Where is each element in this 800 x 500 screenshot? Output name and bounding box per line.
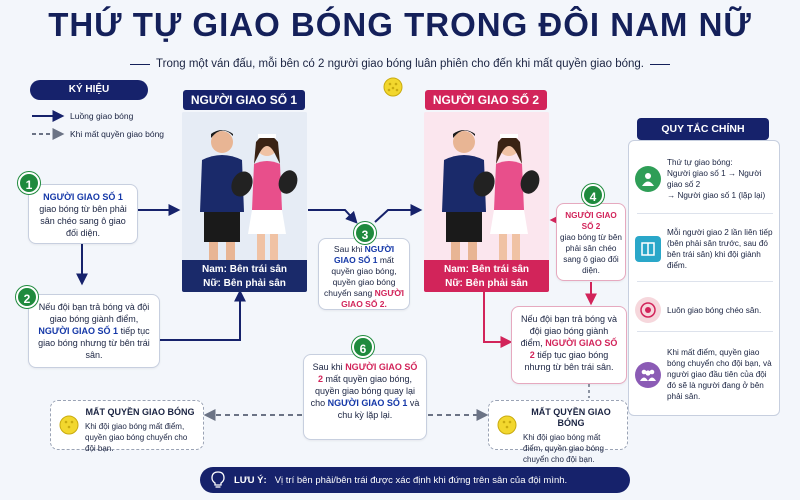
- step1-text: giao bóng từ bên phải sân chéo sang ô gi…: [39, 204, 127, 238]
- rules-title: QUY TẮC CHÍNH: [637, 118, 769, 140]
- step5-highlight: NGƯỜI GIAO SỐ 2: [529, 338, 618, 360]
- step1-number: 1: [18, 172, 40, 194]
- legend-dashed: Khi mất quyền giao bóng: [70, 129, 164, 139]
- step4-text: giao bóng từ bên phải sân chéo sang ô gi…: [560, 233, 622, 275]
- pickleball-icon: [497, 415, 517, 435]
- pickleball-icon: [59, 415, 79, 435]
- step5-post: tiếp tục giao bóng nhưng từ bên trái sân…: [524, 350, 614, 372]
- lost-right-title: MẤT QUYỀN GIAO BÓNG: [531, 407, 611, 428]
- step5-pre: Nếu đội bạn trả bóng và đội giao bóng gi…: [520, 314, 618, 348]
- page-title: THỨ TỰ GIAO BÓNG TRONG ĐÔI NAM NỮ: [48, 6, 752, 43]
- server1-caption: Nam: Bên trái sân Nữ: Bên phải sân: [182, 260, 307, 292]
- paddle-icon: [231, 171, 253, 197]
- step6-mid: mất quyền giao bóng, quyền giao bóng qua…: [310, 374, 416, 408]
- rule-2: Mỗi người giao 2 lần liên tiếp (bên phải…: [629, 227, 781, 271]
- man-shirt: [200, 155, 244, 212]
- step4-number: 4: [582, 184, 604, 206]
- legend-title: KÝ HIỆU: [30, 80, 148, 100]
- note-bar: LƯU Ý: Vị trí bên phải/bên trái được xác…: [200, 467, 630, 493]
- server2-card: Nam: Bên trái sân Nữ: Bên phải sân: [424, 112, 549, 292]
- server2-caption: Nam: Bên trái sân Nữ: Bên phải sân: [424, 260, 549, 292]
- step3-pre: Sau khi: [333, 244, 363, 254]
- server1-players-illustration: [182, 112, 307, 260]
- server1-card: Nam: Bên trái sân Nữ: Bên phải sân: [182, 112, 307, 292]
- step2-number: 2: [16, 286, 38, 308]
- server1-caption-line2: Nữ: Bên phải sân: [203, 278, 286, 289]
- server2-caption-line1: Nam: Bên trái sân: [443, 264, 530, 275]
- rule-4: Khi mất điểm, quyền giao bóng chuyển cho…: [629, 347, 781, 402]
- divider: [649, 63, 671, 65]
- lost-left-text: Khi đội giao bóng mất điểm, quyền giao b…: [85, 422, 188, 453]
- subtitle-row: Trong một ván đấu, mỗi bên có 2 người gi…: [130, 58, 671, 70]
- step3-highlight2: NGƯỜI GIAO SỐ 2.: [341, 288, 404, 309]
- server2-caption-line2: Nữ: Bên phải sân: [445, 278, 528, 289]
- step6-post: và chu kỳ lặp lại.: [337, 398, 420, 420]
- person-icon: [635, 166, 661, 192]
- step1-box: NGƯỜI GIAO SỐ 1 giao bóng từ bên phải sâ…: [28, 184, 138, 244]
- group-icon: [635, 361, 661, 388]
- lightbulb-icon: [211, 471, 225, 488]
- divider: [637, 213, 773, 214]
- rule-1-line2: Người giao số 1 → Người giao số 2: [667, 169, 762, 189]
- step6-highlight2: NGƯỜI GIAO SỐ 1: [327, 398, 408, 408]
- note-label: LƯU Ý:: [234, 474, 267, 486]
- server2-players-illustration: [424, 112, 549, 260]
- step6-pre: Sau khi: [312, 362, 343, 372]
- paddle-icon: [473, 171, 495, 197]
- divider: [637, 281, 773, 282]
- step6-highlight1: NGƯỜI GIAO SỐ 2: [317, 362, 418, 384]
- step1-highlight: NGƯỜI GIAO SỐ 1: [43, 192, 123, 202]
- server2-banner: NGƯỜI GIAO SỐ 2: [425, 90, 547, 110]
- step2-highlight: NGƯỜI GIAO SỐ 1: [38, 326, 119, 336]
- lost-left-title: MẤT QUYỀN GIAO BÓNG: [85, 407, 195, 417]
- divider: [130, 63, 151, 65]
- note-text: Vị trí bên phải/bên trái được xác định k…: [274, 474, 568, 486]
- lost-serve-left: MẤT QUYỀN GIAO BÓNG Khi đội giao bóng mấ…: [50, 400, 204, 453]
- step6-box: Sau khi NGƯỜI GIAO SỐ 2 mất quyền giao b…: [303, 354, 427, 440]
- step3-highlight1: NGƯỜI GIAO SỐ 1: [333, 244, 395, 265]
- server1-caption-line1: Nam: Bên trái sân: [201, 264, 288, 275]
- step4-box: NGƯỜI GIAO SỐ 2 giao bóng từ bên phải sâ…: [556, 203, 626, 281]
- legend-dashed-label: Khi mất quyền giao bóng: [70, 129, 165, 139]
- rules-panel: Thứ tự giao bóng: Người giao số 1 → Ngườ…: [628, 140, 780, 416]
- server1-banner: NGƯỜI GIAO SỐ 1: [183, 90, 305, 110]
- court-icon: [635, 236, 661, 262]
- step2-box: Nếu đội bạn trả bóng và đội giao bóng gi…: [28, 294, 160, 368]
- pickleball-icon: [383, 77, 403, 97]
- subtitle: Trong một ván đấu, mỗi bên có 2 người gi…: [156, 58, 644, 70]
- divider: [637, 331, 773, 332]
- rule-1: Thứ tự giao bóng: Người giao số 1 → Ngườ…: [629, 157, 781, 201]
- step2-post: tiếp tục giao bóng nhưng từ bên trái sân…: [38, 326, 150, 360]
- rule-3: Luôn giao bóng chéo sân.: [629, 297, 781, 323]
- legend-solid: Luồng giao bóng: [70, 111, 133, 121]
- lost-serve-right: MẤT QUYỀN GIAO BÓNG Khi đội giao bóng mấ…: [488, 400, 628, 464]
- woman-top: [252, 161, 282, 210]
- step3-box: Sau khi NGƯỜI GIAO SỐ 1 mất quyền giao b…: [318, 238, 410, 310]
- step4-highlight: NGƯỜI GIAO SỐ 2: [565, 211, 617, 231]
- rule-3-text: Luôn giao bóng chéo sân.: [667, 305, 762, 315]
- step3-mid: mất quyền giao bóng, quyền giao bóng chu…: [324, 255, 397, 298]
- step2-pre: Nếu đội bạn trả bóng và đội giao bóng gi…: [38, 302, 150, 324]
- rule-2-text: Mỗi người giao 2 lần liên tiếp (bên phải…: [667, 228, 773, 270]
- step3-number: 3: [354, 222, 376, 244]
- target-icon: [635, 297, 661, 323]
- rule-1-line3: → Người giao số 1 (lặp lại): [667, 191, 766, 200]
- step6-number: 6: [352, 336, 374, 358]
- legend-solid-label: Luồng giao bóng: [70, 111, 134, 121]
- rule-4-text: Khi mất điểm, quyền giao bóng chuyển cho…: [667, 348, 772, 401]
- lost-right-text: Khi đội giao bóng mất điểm, quyền giao b…: [523, 433, 604, 464]
- rule-1-line1: Thứ tự giao bóng:: [667, 158, 733, 167]
- step5-box: Nếu đội bạn trả bóng và đội giao bóng gi…: [511, 306, 627, 384]
